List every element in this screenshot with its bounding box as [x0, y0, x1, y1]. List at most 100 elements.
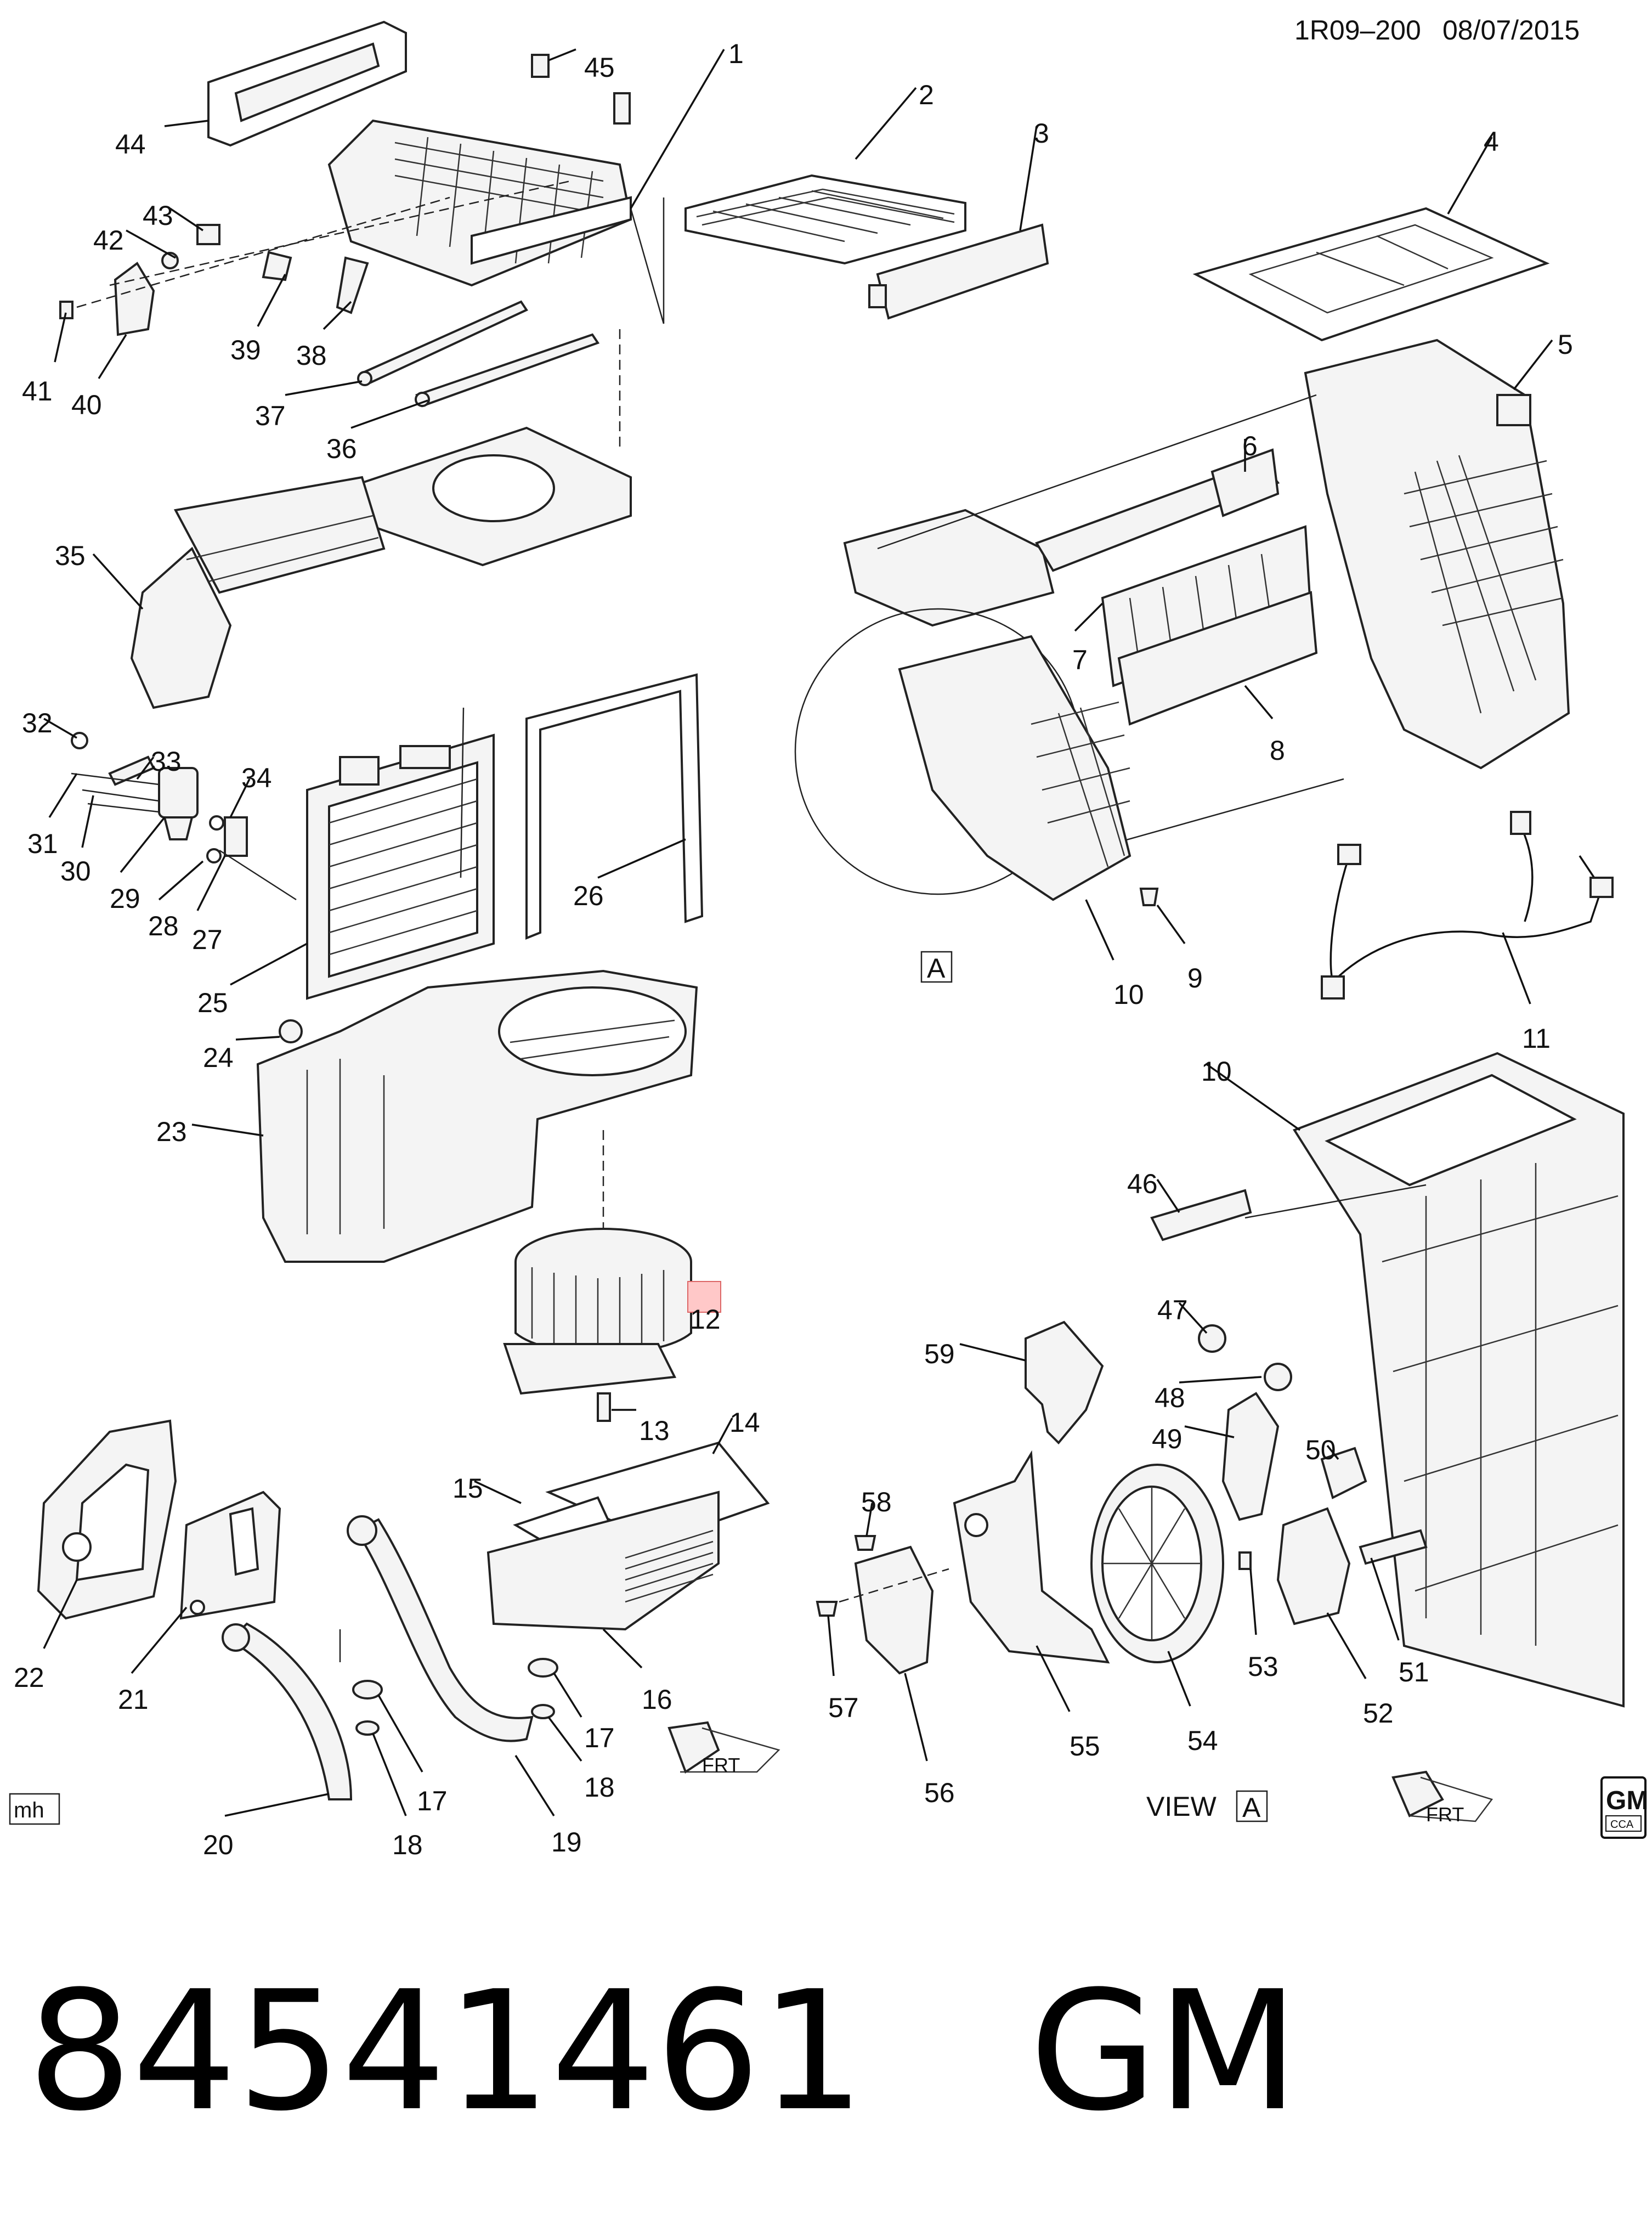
leader-line-32 [43, 718, 77, 739]
leader-line-43 [169, 207, 203, 232]
callout-5: 5 [1558, 329, 1573, 360]
part-55-bracket [953, 1450, 1110, 1664]
leader-line-17 [553, 1673, 582, 1718]
callout-53: 53 [1248, 1651, 1278, 1682]
callout-16: 16 [642, 1684, 672, 1715]
parts-38-45-small-hardware [59, 54, 631, 336]
doc-date: 08/07/2015 [1442, 15, 1580, 46]
part-4-frame-gasket [1192, 207, 1550, 342]
part-16-heater-core [486, 1491, 720, 1631]
callout-57: 57 [828, 1692, 859, 1723]
leader-line-18 [372, 1733, 407, 1816]
callout-13: 13 [639, 1415, 670, 1446]
view-ref-letter: A [1242, 1792, 1261, 1823]
callout-24: 24 [203, 1042, 234, 1073]
leader-line-21 [131, 1606, 188, 1674]
part-9-screw [1139, 888, 1159, 906]
leader-line-2 [855, 87, 917, 160]
callout-34: 34 [241, 763, 272, 793]
callout-18: 18 [584, 1772, 615, 1803]
callout-27: 27 [192, 924, 223, 955]
leader-line-59 [959, 1343, 1026, 1362]
callout-47: 47 [1157, 1295, 1188, 1325]
right-hvac-case [843, 338, 1570, 770]
callout-41: 41 [22, 376, 53, 407]
bottom-caption: 84541461 GM [27, 1942, 1618, 2161]
callout-9: 9 [1187, 963, 1203, 993]
leader-line-41 [54, 312, 67, 363]
callout-45: 45 [584, 52, 615, 83]
callout-56: 56 [924, 1777, 955, 1808]
callout-33: 33 [151, 746, 182, 777]
leader-line-3 [1019, 126, 1038, 231]
parts-46-53-actuators [1150, 1189, 1428, 1625]
callout-49: 49 [1152, 1424, 1183, 1454]
callout-21: 21 [118, 1684, 149, 1715]
callout-31: 31 [27, 828, 58, 859]
leader-line-46 [1156, 1179, 1180, 1213]
leader-line-1 [630, 49, 725, 209]
part-59-lever [1025, 1320, 1104, 1444]
callout-32: 32 [22, 708, 53, 738]
leader-line-40 [98, 334, 127, 379]
view-a-box-callout [920, 951, 953, 983]
leader-line-4 [1447, 137, 1493, 214]
view-label: VIEW [1146, 1791, 1217, 1822]
leader-line-44 [164, 120, 209, 127]
callout-4: 4 [1484, 126, 1499, 157]
gm-logo: GM CCA [1600, 1776, 1648, 1839]
callout-51: 51 [1399, 1657, 1429, 1687]
callout-23: 23 [156, 1116, 187, 1147]
callout-25: 25 [197, 987, 228, 1018]
parts-57-58-screws [816, 1535, 876, 1617]
callout-2: 2 [919, 80, 934, 110]
leader-line-9 [1156, 904, 1186, 945]
callout-20: 20 [203, 1830, 234, 1860]
brand-caption: GM [1029, 1956, 1299, 2147]
parts-27-34-expansion-valve [71, 732, 297, 901]
callout-42: 42 [93, 225, 124, 256]
callout-22: 22 [14, 1662, 44, 1693]
callout-7: 7 [1072, 645, 1088, 675]
callout-39: 39 [230, 335, 261, 365]
leader-line-28 [158, 860, 204, 901]
callout-43: 43 [143, 200, 173, 231]
callout-59: 59 [924, 1339, 955, 1369]
callout-52: 52 [1363, 1698, 1394, 1729]
leader-line-58 [865, 1503, 873, 1537]
callout-38: 38 [296, 340, 327, 371]
part-3-filter-door [868, 223, 1049, 320]
callout-10: 10 [1113, 979, 1144, 1010]
leader-line-14 [712, 1418, 733, 1454]
callout-48: 48 [1155, 1382, 1185, 1413]
part-44-duct-seal [207, 20, 407, 147]
leader-line-5 [1513, 339, 1553, 391]
callout-26: 26 [573, 880, 604, 911]
doc-id: 1R09–200 [1294, 15, 1421, 46]
leader-line-35 [92, 553, 144, 610]
callout-18: 18 [392, 1830, 423, 1860]
leader-line-11 [1502, 932, 1531, 1004]
leader-line-54 [1167, 1651, 1191, 1707]
leader-line-20 [224, 1793, 330, 1817]
leader-line-38 [323, 301, 352, 330]
leader-line-27 [196, 855, 226, 911]
leader-line-50 [1326, 1444, 1339, 1460]
callout-11: 11 [1522, 1023, 1551, 1054]
leader-line-49 [1184, 1425, 1235, 1438]
leader-line-26 [597, 838, 686, 879]
part-23-blower-case [256, 969, 698, 1263]
front-direction-marker-left: FRT [667, 1721, 780, 1776]
part-number-caption: 84541461 [27, 1956, 865, 2147]
callout-12-highlight [687, 1281, 721, 1313]
leader-line-16 [602, 1628, 643, 1669]
gm-logo-subtext: CCA [1610, 1819, 1634, 1831]
leader-line-24 [235, 1036, 280, 1041]
callout-54: 54 [1187, 1725, 1218, 1756]
part-35-lower-case [130, 426, 632, 709]
leader-line-31 [48, 773, 78, 818]
part-25-evaporator [306, 733, 495, 1000]
part-11-wiring-harness [1321, 811, 1614, 1000]
leader-line-15 [474, 1480, 522, 1504]
